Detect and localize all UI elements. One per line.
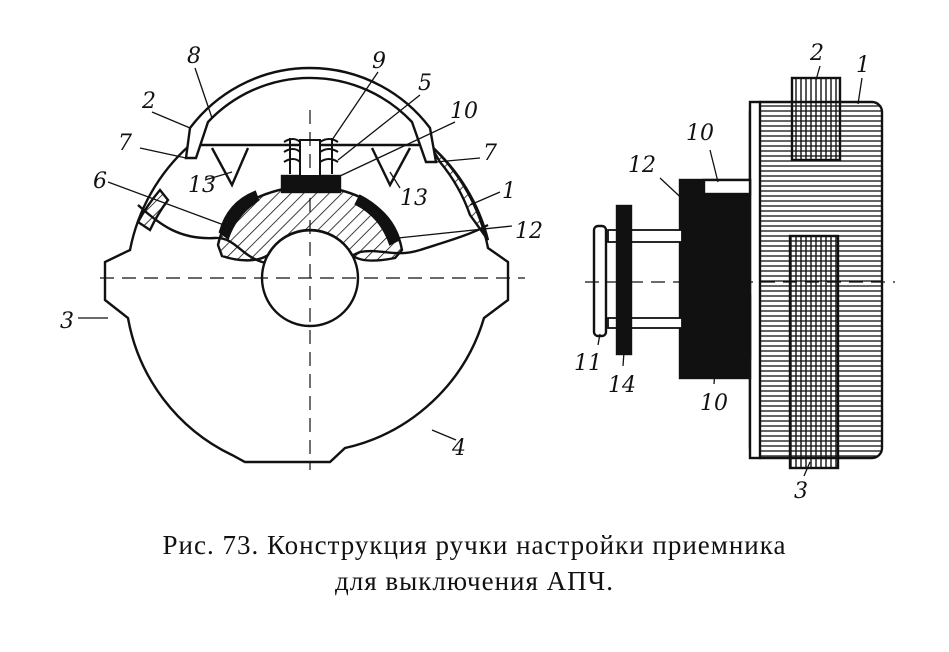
front-view-labels: 8 9 5 10 2 7 7 6 13 13 1 12 3 4: [60, 44, 543, 461]
cam-shoe-right: [354, 194, 400, 246]
label-2-right: 2: [809, 41, 824, 66]
front-view: [78, 66, 525, 470]
label-3-left: 3: [60, 309, 74, 334]
label-8: 8: [187, 44, 201, 69]
side-view: [585, 65, 895, 477]
cam-block-top: [702, 178, 752, 196]
drum-face: [748, 100, 762, 460]
label-9: 9: [372, 49, 386, 74]
label-11: 11: [574, 351, 602, 376]
label-4: 4: [451, 436, 466, 461]
label-12-right: 12: [628, 153, 656, 178]
label-10-left: 10: [450, 99, 478, 124]
label-7-left: 7: [118, 131, 132, 156]
label-1-left: 1: [502, 179, 516, 204]
side-leader-lines: [597, 65, 863, 477]
label-10-right-top: 10: [686, 121, 714, 146]
label-6: 6: [93, 169, 107, 194]
tab-right: [370, 147, 412, 188]
label-10-right-bottom: 10: [700, 391, 728, 416]
label-7-right: 7: [483, 141, 497, 166]
label-2-left: 2: [141, 89, 156, 114]
label-13-right: 13: [400, 186, 428, 211]
cam-insert: [700, 294, 752, 360]
figure-caption-line-2: для выключения АПЧ.: [335, 566, 614, 596]
rim-hatched-left: [136, 188, 170, 232]
insert-top: [790, 76, 842, 162]
spring: [283, 138, 339, 174]
side-view-labels: 2 1 10 12 11 14 10 3: [574, 41, 870, 504]
label-14: 14: [608, 373, 636, 398]
shaft-lower: [607, 317, 683, 329]
disc: [615, 204, 633, 356]
centre-lines: [100, 110, 525, 470]
insert-bottom: [788, 234, 840, 470]
label-13-left: 13: [188, 173, 216, 198]
label-1-right: 1: [856, 53, 870, 78]
label-12-left: 12: [515, 219, 543, 244]
end-cap: [592, 224, 608, 338]
tab-left: [210, 147, 250, 188]
leader-lines: [78, 67, 513, 441]
plunger-block: [280, 174, 342, 194]
label-5: 5: [418, 71, 432, 96]
rim-hatched: [428, 144, 490, 241]
figure-caption-line-1: Рис. 73. Конструкция ручки настройки при…: [162, 530, 787, 560]
label-3-right: 3: [794, 479, 808, 504]
